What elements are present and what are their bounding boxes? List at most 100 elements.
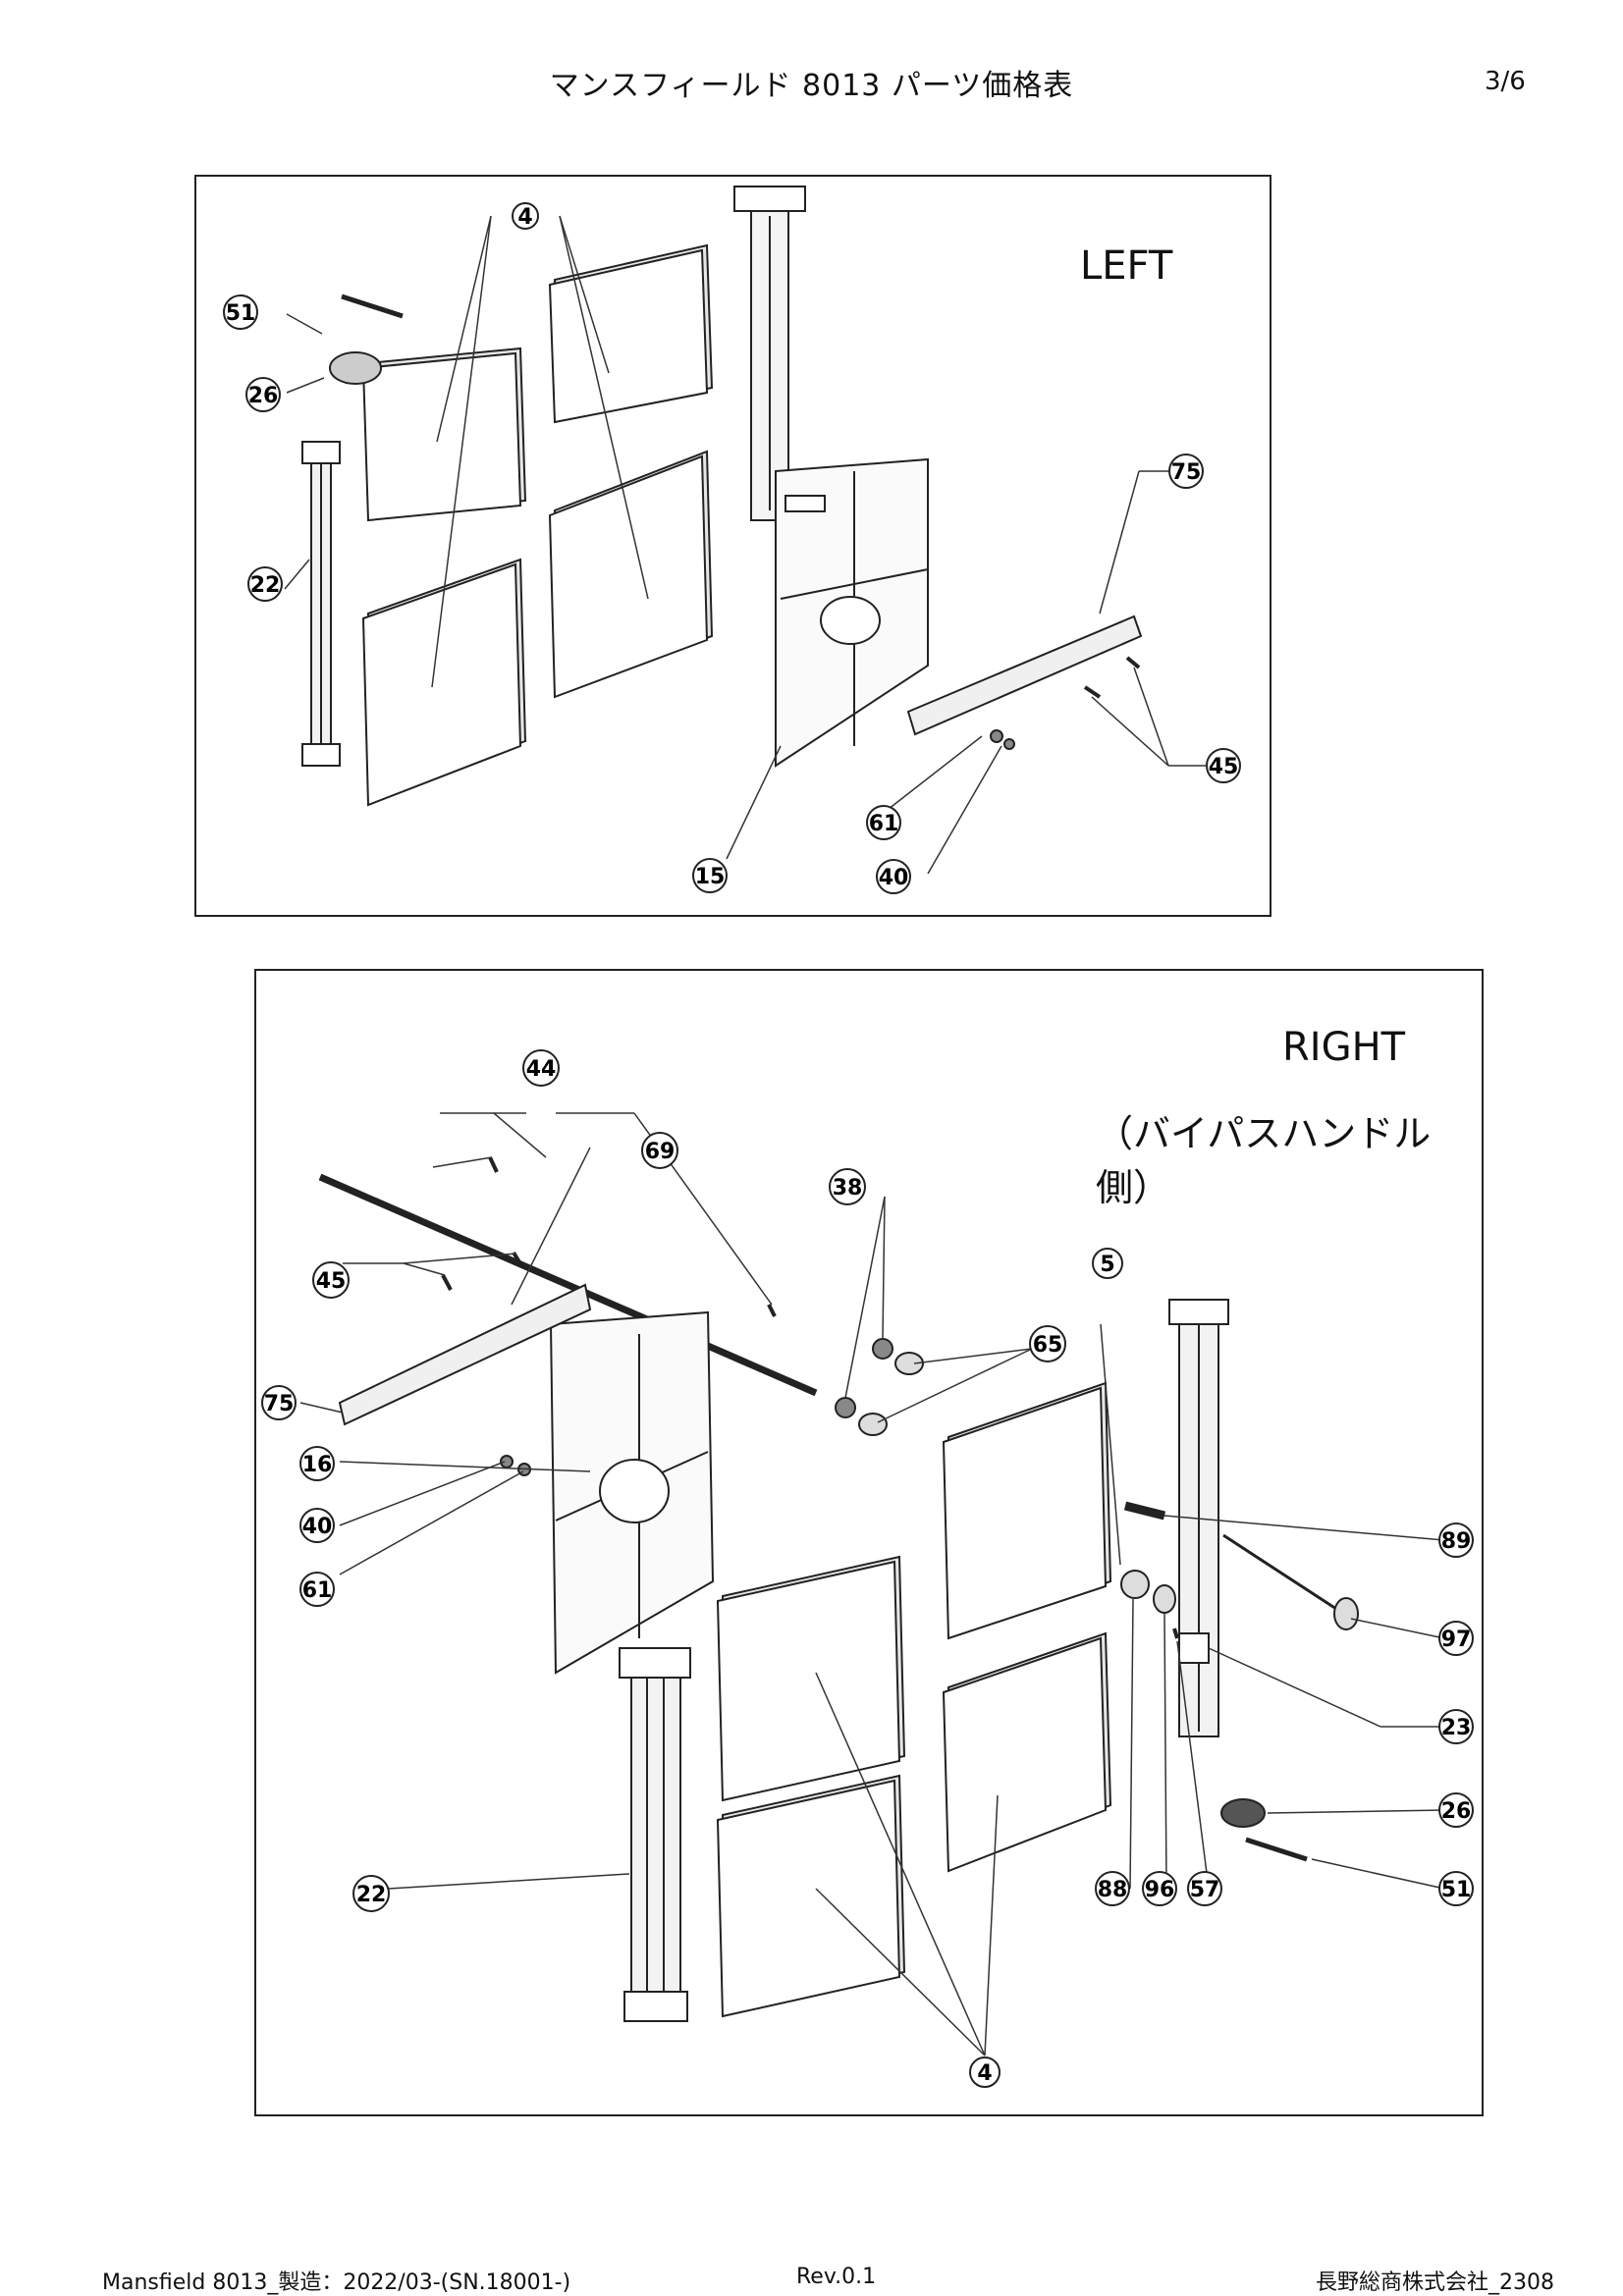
bolt-51 [341, 294, 404, 319]
tile-stack [716, 1774, 906, 2018]
callout-label: 61 [302, 1578, 333, 1603]
callout-75: 75 [261, 1385, 297, 1420]
callout-45: 45 [312, 1261, 350, 1299]
callout-label: 75 [264, 1392, 295, 1416]
page-number: 3/6 [1485, 67, 1526, 96]
tile-stack [361, 347, 527, 522]
callout-label: 45 [316, 1269, 347, 1294]
callout-51: 51 [1438, 1871, 1474, 1906]
washer-96 [1153, 1584, 1176, 1614]
callout-label: 5 [1100, 1253, 1114, 1277]
screw-45a [1083, 685, 1102, 699]
nut-38a [872, 1338, 893, 1360]
callout-61: 61 [299, 1572, 335, 1607]
callout-16: 16 [299, 1446, 335, 1481]
callout-75: 75 [1168, 454, 1204, 489]
bolt-51 [1245, 1837, 1308, 1862]
footer-company: 長野総商株式会社_2308 [1316, 2270, 1554, 2295]
callout-label: 88 [1098, 1878, 1128, 1902]
tile-stack [548, 243, 714, 424]
callout-61: 61 [866, 805, 901, 840]
callout-88: 88 [1095, 1871, 1130, 1906]
nut-38b [835, 1397, 856, 1418]
cross-bar-75 [906, 614, 1143, 736]
screw-45b [1125, 656, 1141, 669]
callout-26: 26 [245, 377, 281, 412]
callout-label: 26 [1441, 1799, 1472, 1824]
tile-stack [548, 450, 714, 699]
callout-label: 97 [1441, 1628, 1472, 1652]
callout-26: 26 [1438, 1792, 1474, 1828]
callout-23: 23 [1438, 1709, 1474, 1744]
callout-label: 38 [833, 1176, 863, 1201]
callout-label: 4 [977, 2061, 992, 2086]
callout-89: 89 [1438, 1522, 1474, 1558]
nut-61 [990, 729, 1003, 743]
shaft-69 [318, 1173, 818, 1397]
tile-stack [942, 1631, 1112, 1873]
callout-45: 45 [1206, 748, 1241, 783]
pin-57 [1172, 1628, 1179, 1639]
nut-40 [500, 1455, 514, 1468]
vertical-rail [733, 186, 806, 521]
washer-65a [894, 1352, 924, 1375]
callout-22: 22 [352, 1875, 390, 1912]
callout-40: 40 [876, 859, 911, 894]
callout-15: 15 [692, 858, 728, 893]
tile-stack [361, 558, 527, 807]
right-panel-title: RIGHT [1282, 1025, 1406, 1070]
callout-40: 40 [299, 1508, 335, 1543]
callout-label: 75 [1171, 460, 1202, 485]
callout-44: 44 [522, 1049, 560, 1087]
callout-label: 23 [1441, 1716, 1472, 1740]
callout-57: 57 [1187, 1871, 1222, 1906]
leader-lines [299, 1112, 1445, 2056]
page-title: マンスフィールド 8013 パーツ価格表 [549, 69, 1074, 103]
callout-label: 26 [248, 384, 279, 408]
screw-45a [441, 1274, 453, 1291]
right-exploded-diagram: 44 69 38 5 45 65 75 16 40 61 89 97 23 26… [261, 1049, 1474, 2088]
plate-26 [329, 351, 382, 385]
callout-5: 5 [1092, 1248, 1123, 1279]
callout-label: 44 [526, 1057, 557, 1082]
side-column-22 [301, 441, 341, 767]
callout-label: 57 [1190, 1878, 1220, 1902]
right-panel-subtitle: （バイパスハンドル側） [1096, 1112, 1432, 1209]
callout-97: 97 [1438, 1621, 1474, 1656]
side-column-23 [1168, 1299, 1229, 1737]
callout-38: 38 [829, 1168, 866, 1205]
callout-label: 40 [879, 866, 909, 890]
main-plate-15 [775, 457, 929, 768]
main-plate-16 [549, 1310, 715, 1675]
footer-model: Mansfield 8013_製造：2022/03-(SN.18001-) [102, 2270, 571, 2295]
callout-4: 4 [512, 202, 539, 230]
right-diagram-panel: RIGHT （バイパスハンドル側） [254, 969, 1484, 2116]
leader-lines [284, 215, 1206, 875]
callout-label: 22 [250, 573, 281, 598]
plate-26 [1220, 1798, 1266, 1828]
nut-40 [1003, 738, 1015, 750]
callout-label: 69 [645, 1140, 676, 1164]
callout-96: 96 [1142, 1871, 1177, 1906]
callout-label: 15 [695, 865, 726, 889]
callout-label: 96 [1145, 1878, 1175, 1902]
bolt-97 [1222, 1533, 1359, 1630]
callout-22: 22 [247, 566, 283, 602]
washer-65b [858, 1413, 888, 1436]
left-panel-title: LEFT [1080, 243, 1173, 289]
bushing-88 [1120, 1570, 1150, 1599]
bolt-89 [1123, 1501, 1166, 1521]
callout-label: 65 [1033, 1333, 1063, 1358]
left-diagram-panel: LEFT [194, 175, 1271, 917]
callout-4: 4 [969, 2056, 1001, 2088]
side-column-22 [619, 1647, 691, 2022]
cross-bar-75 [338, 1283, 592, 1426]
callout-label: 89 [1441, 1529, 1472, 1554]
tile-stack [942, 1381, 1112, 1640]
left-exploded-diagram: 4 51 26 22 75 45 61 40 [223, 186, 1241, 894]
footer-revision: Rev.0.1 [796, 2265, 877, 2289]
callout-69: 69 [641, 1132, 678, 1169]
callout-51: 51 [223, 294, 258, 330]
screw-44b [767, 1304, 777, 1317]
callout-label: 16 [302, 1453, 333, 1477]
